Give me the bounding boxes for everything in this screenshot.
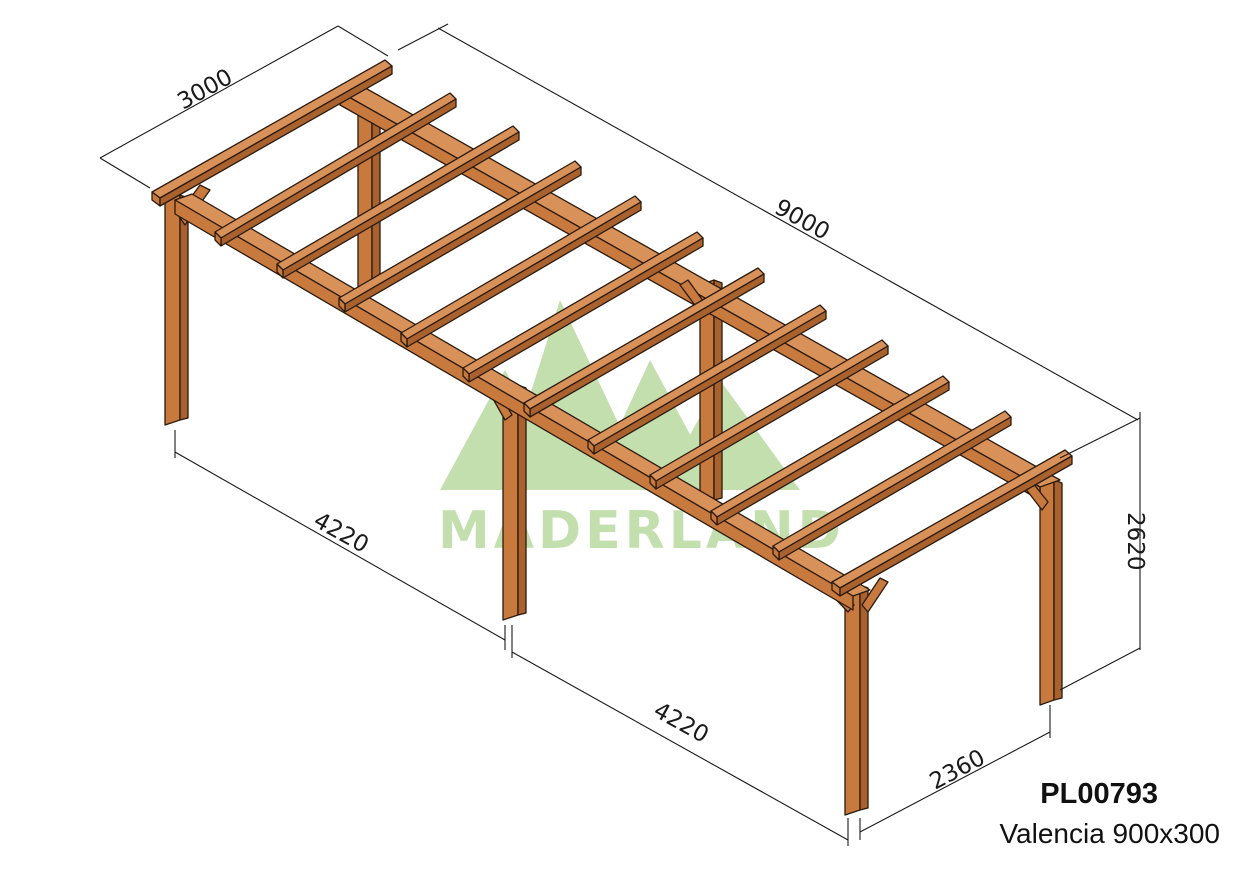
rafter (214, 92, 457, 247)
rafter (710, 375, 950, 526)
rafter (276, 125, 520, 279)
rafter (338, 160, 582, 313)
back-post-right (1039, 479, 1063, 706)
rafter (462, 231, 704, 383)
dim-height: 2620 (1122, 512, 1148, 571)
rafter (400, 195, 642, 348)
cross-beam-right (831, 449, 1073, 597)
rafter (523, 267, 765, 418)
rafter (772, 410, 1012, 561)
dim-length-top: 9000 (770, 195, 834, 246)
dim-post-spacing-1: 4220 (309, 508, 373, 559)
product-code: PL00793 (1040, 778, 1158, 810)
rafter (587, 304, 827, 455)
dim-post-spacing-2: 4220 (649, 698, 713, 749)
front-post-mid (502, 384, 527, 621)
cross-beam-left (151, 59, 393, 207)
dim-width-top: 3000 (173, 64, 237, 115)
product-model-name: Valencia 900x300 (999, 818, 1220, 849)
rafters (214, 92, 1012, 561)
dimension-lines (99, 23, 1141, 846)
rafter (649, 339, 889, 490)
front-post-right (844, 584, 869, 816)
dim-depth-posts: 2360 (926, 745, 990, 795)
front-post-left (164, 194, 189, 426)
